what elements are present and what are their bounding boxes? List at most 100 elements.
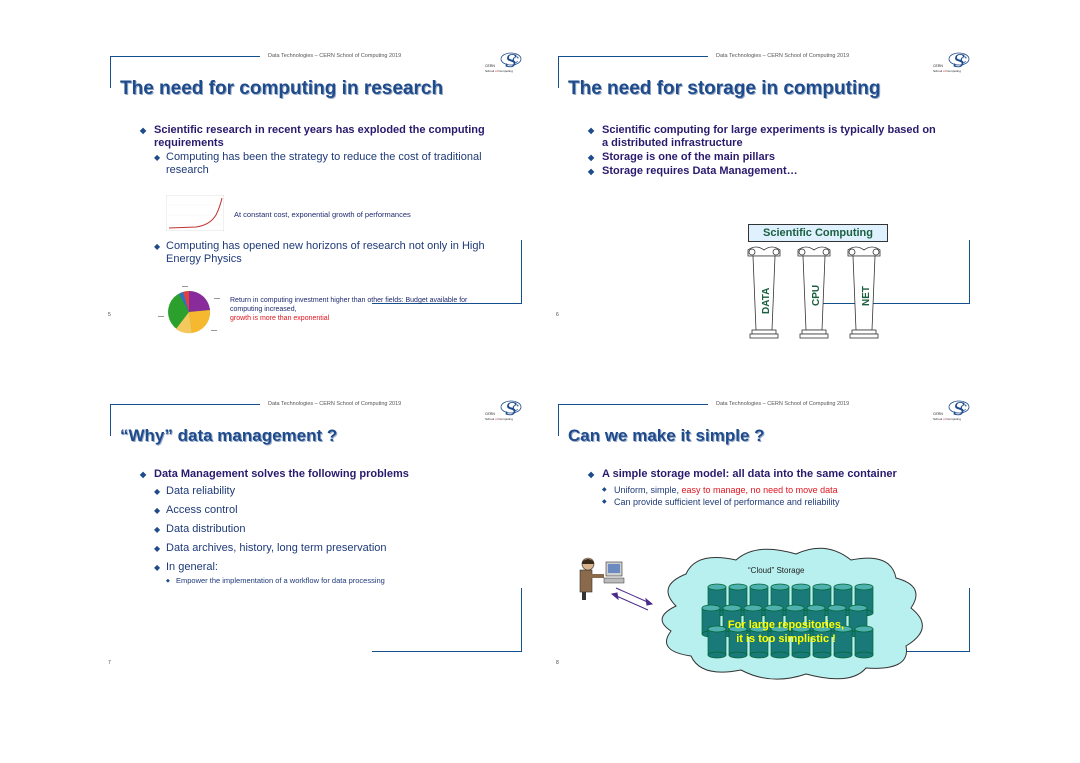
disk-cylinder-top — [770, 583, 790, 591]
bullet: Storage requires Data Management… — [584, 165, 944, 178]
disk-cylinder-bottom — [749, 651, 769, 659]
disk-cylinder-top — [701, 604, 721, 612]
page-number: 7 — [108, 660, 111, 666]
disk-cylinder-top — [743, 604, 763, 612]
bullet: A simple storage model: all data into th… — [584, 468, 964, 481]
slide-3: Data Technologies – CERN School of Compu… — [108, 396, 532, 672]
svg-text:c: c — [960, 52, 967, 66]
disk-cylinder-bottom — [854, 651, 874, 659]
slide-header: Data Technologies – CERN School of Compu… — [268, 401, 402, 407]
disk-cylinder-top — [833, 583, 853, 591]
disk-cylinder-top — [827, 604, 847, 612]
pillar-label: CPU — [811, 285, 822, 306]
svg-text:S: S — [953, 51, 965, 72]
pie-chart-thumbnail — [158, 286, 220, 334]
slide-title: “Why” data management ? — [120, 426, 338, 445]
overlay-text: For large repositories, — [728, 619, 844, 631]
disk-cylinder-bottom — [812, 651, 832, 659]
disk-cylinder-top — [707, 583, 727, 591]
pie-caption-red: growth is more than exponential — [230, 315, 330, 322]
svg-text:S: S — [505, 51, 517, 72]
csc-logo-icon: S c CERN School of Computing — [485, 51, 522, 73]
disk-cylinder-bottom — [791, 651, 811, 659]
disk-cylinder — [833, 628, 853, 656]
disk-cylinder — [707, 628, 727, 656]
sub-bullet: Data reliability — [136, 485, 516, 498]
disk-cylinder-bottom — [770, 651, 790, 659]
svg-text:CERN: CERN — [485, 412, 495, 416]
csc-logo-icon: S c CERN School of Computing — [933, 399, 970, 421]
pie-caption: Return in computing investment higher th… — [230, 297, 468, 313]
double-arrow-icon — [610, 587, 654, 611]
sub-bullet: Data distribution — [136, 523, 516, 536]
disk-cylinder-bottom — [728, 651, 748, 659]
svg-text:CERN: CERN — [933, 412, 943, 416]
sub-sub-bullet: Empower the implementation of a workflow… — [136, 576, 516, 586]
user-at-computer-icon — [579, 557, 625, 600]
svg-text:School of Computing: School of Computing — [933, 69, 961, 73]
svg-text:School of Computing: School of Computing — [485, 69, 513, 73]
sub-bullet: Data archives, history, long term preser… — [136, 542, 516, 555]
disk-cylinder-top — [728, 625, 748, 633]
disk-cylinder-top — [749, 625, 769, 633]
cloud-storage-diagram: “Cloud” Storage For large repositories, … — [579, 547, 923, 680]
disk-cylinder — [854, 628, 874, 656]
svg-text:CERN: CERN — [485, 64, 495, 68]
svg-text:c: c — [960, 400, 967, 414]
svg-text:S: S — [953, 399, 965, 420]
svg-text:CERN: CERN — [933, 64, 943, 68]
slide-title: The need for storage in computing — [568, 78, 881, 99]
disk-cylinder-bottom — [707, 651, 727, 659]
pillar-label: NET — [861, 286, 872, 306]
svg-text:School of Computing: School of Computing — [933, 417, 961, 421]
slide-2: Data Technologies – CERN School of Compu… — [556, 48, 980, 339]
page-number: 6 — [556, 312, 559, 318]
chart-caption: At constant cost, exponential growth of … — [234, 210, 411, 219]
disk-cylinder-top — [785, 604, 805, 612]
bullet: Scientific research in recent years has … — [136, 124, 496, 150]
sub-bullet: Computing has been the strategy to reduc… — [136, 151, 496, 177]
temple-pillars-diagram: DATA CPU NET — [747, 246, 881, 339]
csc-logo-icon: S c CERN School of Computing — [485, 399, 522, 421]
sub-bullet: Uniform, simple, easy to manage, no need… — [584, 484, 964, 496]
disk-cylinder-top — [791, 625, 811, 633]
disk-cylinder-top — [728, 583, 748, 591]
disk-cylinder-bottom — [833, 651, 853, 659]
svg-text:c: c — [512, 400, 519, 414]
slide-4: Data Technologies – CERN School of Compu… — [556, 396, 980, 680]
temple-roof-label: Scientific Computing — [748, 224, 888, 242]
disk-cylinder-top — [854, 583, 874, 591]
disk-cylinder-top — [833, 625, 853, 633]
page-number: 5 — [108, 312, 111, 318]
overlay-text: it is too simplistic ! — [736, 633, 836, 645]
disk-cylinder-top — [812, 583, 832, 591]
bullet: Storage is one of the main pillars — [584, 151, 944, 164]
slide-header: Data Technologies – CERN School of Compu… — [268, 53, 402, 59]
sub-bullet: Computing has opened new horizons of res… — [136, 240, 496, 266]
growth-chart-thumbnail — [166, 195, 224, 231]
slide-title: Can we make it simple ? — [568, 426, 765, 445]
disk-cylinder-top — [812, 625, 832, 633]
disk-cylinder-top — [749, 583, 769, 591]
disk-cylinder-top — [764, 604, 784, 612]
bullet: Data Management solves the following pro… — [136, 468, 516, 481]
disk-cylinder-top — [707, 625, 727, 633]
slide-header: Data Technologies – CERN School of Compu… — [716, 53, 850, 59]
svg-text:School of Computing: School of Computing — [485, 417, 513, 421]
disk-array — [701, 583, 874, 659]
disk-cylinder-top — [722, 604, 742, 612]
bullet: Scientific computing for large experimen… — [584, 124, 944, 150]
disk-cylinder-top — [770, 625, 790, 633]
svg-text:c: c — [512, 52, 519, 66]
sub-bullet: In general: — [136, 561, 516, 574]
csc-logo-icon: S c CERN School of Computing — [933, 51, 970, 73]
svg-text:S: S — [505, 399, 517, 420]
disk-cylinder-top — [854, 625, 874, 633]
slide-1: Data Technologies – CERN School of Compu… — [108, 48, 532, 334]
sub-bullet: Can provide sufficient level of performa… — [584, 496, 964, 508]
slide-header: Data Technologies – CERN School of Compu… — [716, 401, 850, 407]
disk-cylinder-top — [791, 583, 811, 591]
cloud-label: “Cloud” Storage — [748, 566, 805, 575]
page-number: 8 — [556, 660, 559, 666]
disk-cylinder-top — [848, 604, 868, 612]
